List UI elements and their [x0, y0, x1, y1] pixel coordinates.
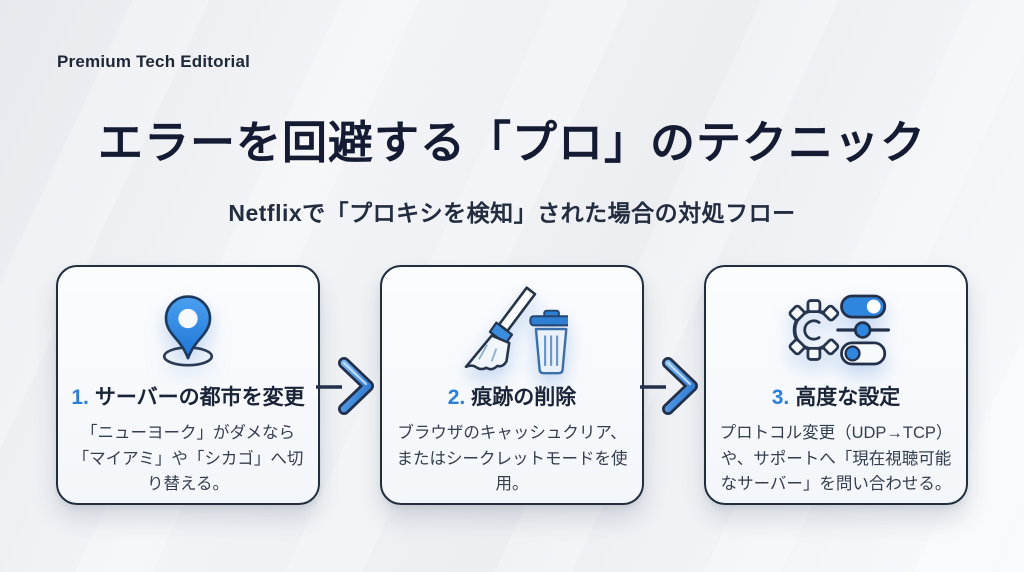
step-body: ブラウザのキャッシュクリア、またはシークレットモードを使用。: [396, 424, 628, 494]
step-number: 1.: [71, 386, 89, 409]
step-heading-text: サーバーの都市を変更: [94, 386, 305, 409]
step-card-3: 3.高度な設定 プロトコル変更（UDP→TCP）や、サポートへ「現在視聴可能なサ…: [704, 265, 968, 505]
page-title: エラーを回避する「プロ」のテクニック: [97, 117, 926, 168]
step-number: 2.: [447, 386, 466, 409]
step-heading-text: 痕跡の削除: [471, 386, 577, 409]
chevron-right-arrow-icon: [640, 355, 706, 415]
step-heading: 2.痕跡の削除: [448, 381, 577, 411]
step-number: 3.: [771, 386, 790, 409]
steps-row: 1.サーバーの都市を変更 「ニューヨーク」がダメなら「マイアミ」や「シカゴ」へ切…: [56, 265, 968, 505]
step-heading-text: 高度な設定: [795, 386, 901, 409]
location-pin-icon: [140, 281, 236, 379]
chevron-right-arrow-icon: [316, 355, 382, 415]
step-card-2: 2.痕跡の削除 ブラウザのキャッシュクリア、またはシークレットモードを使用。: [380, 265, 644, 505]
step-body: 「ニューヨーク」がダメなら「マイアミ」や「シカゴ」へ切り替える。: [72, 424, 304, 494]
page-subtitle: Netflixで「プロキシを検知」された場合の対処フロー: [228, 200, 796, 226]
brand-label: Premium Tech Editorial: [57, 52, 251, 71]
gear-sliders-icon: [780, 281, 892, 379]
broom-trash-icon: [456, 281, 568, 379]
step-heading: 1.サーバーの都市を変更: [71, 381, 304, 411]
step-card-1: 1.サーバーの都市を変更 「ニューヨーク」がダメなら「マイアミ」や「シカゴ」へ切…: [56, 265, 320, 505]
step-body: プロトコル変更（UDP→TCP）や、サポートへ「現在視聴可能なサーバー」を問い合…: [719, 424, 953, 494]
step-heading: 3.高度な設定: [772, 381, 901, 411]
